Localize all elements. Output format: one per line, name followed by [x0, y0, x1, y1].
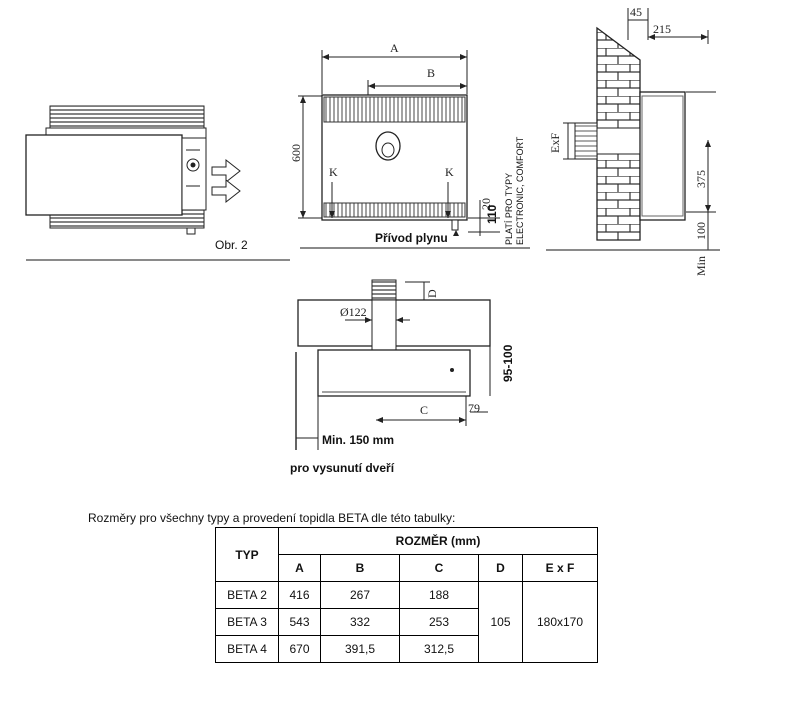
cell-c: 188 — [399, 581, 479, 609]
dim-215-label: 215 — [653, 22, 671, 36]
dimensions-table: TYP ROZMĚR (mm) A B C D E x F BETA 2 416… — [215, 527, 598, 663]
table-caption: Rozměry pro všechny typy a provedení top… — [88, 511, 456, 525]
heater-front-dimensions: A B 600 K K Přívod plynu 20 110 P — [289, 41, 530, 249]
dim-min-label: Min — [694, 256, 708, 276]
cell-c: 312,5 — [399, 635, 479, 663]
dim-b-label: B — [427, 66, 435, 80]
door-note-label: pro vysunutí dveří — [290, 461, 395, 475]
cell-a: 670 — [278, 635, 321, 663]
dim-k-right-label: K — [445, 165, 454, 179]
obr2-label: Obr. 2 — [215, 238, 248, 252]
col-header-exf: E x F — [522, 554, 598, 582]
col-header-c: C — [399, 554, 479, 582]
dim-110-label: 110 — [485, 204, 499, 224]
obr2-heater-sketch: Obr. 2 — [25, 105, 290, 261]
cell-typ: BETA 4 — [215, 635, 279, 663]
top-view: D Ø122 95-100 C 79 Min. 150 mm pro vysun… — [290, 279, 515, 475]
cell-b: 391,5 — [320, 635, 400, 663]
dim-k-left-label: K — [329, 165, 338, 179]
dim-95-100-label: 95-100 — [501, 344, 515, 382]
col-header-a: A — [278, 554, 321, 582]
cell-a: 543 — [278, 608, 321, 636]
cell-d-shared: 105 — [478, 581, 523, 663]
table-row: BETA 3 543 332 253 — [215, 608, 598, 636]
diameter-label: Ø122 — [340, 305, 367, 319]
dim-exf-label: ExF — [548, 133, 562, 153]
gas-inlet-label: Přívod plynu — [375, 231, 448, 245]
cell-b: 267 — [320, 581, 400, 609]
header-rozmer: ROZMĚR (mm) — [278, 527, 598, 555]
note-line-1: PLATÍ PRO TYPY — [504, 173, 514, 245]
cell-typ: BETA 3 — [215, 608, 279, 636]
header-typ: TYP — [215, 527, 279, 582]
min-150-label: Min. 150 mm — [322, 433, 394, 447]
dim-79-label: 79 — [468, 401, 480, 415]
dim-375-label: 375 — [694, 170, 708, 188]
dim-a-label: A — [390, 41, 399, 55]
dim-45-label: 45 — [630, 5, 642, 19]
col-header-b: B — [320, 554, 400, 582]
wall-section: 45 215 ExF 375 100 Min — [546, 5, 720, 276]
dim-d-label: D — [425, 289, 439, 298]
table-row: BETA 2 416 267 188 105 180x170 — [215, 581, 598, 663]
cell-exf-shared: 180x170 — [522, 581, 598, 663]
note-line-2: ELECTRONIC, COMFORT — [515, 136, 525, 245]
dim-20-label: 20 — [479, 198, 493, 210]
cell-a: 416 — [278, 581, 321, 609]
table-row: BETA 4 670 391,5 312,5 — [215, 635, 598, 663]
col-header-d: D — [478, 554, 523, 582]
dim-600-label: 600 — [289, 144, 303, 162]
dim-c-label: C — [420, 403, 428, 417]
cell-c: 253 — [399, 608, 479, 636]
cell-typ: BETA 2 — [215, 581, 279, 609]
cell-b: 332 — [320, 608, 400, 636]
dim-100-label: 100 — [694, 222, 708, 240]
